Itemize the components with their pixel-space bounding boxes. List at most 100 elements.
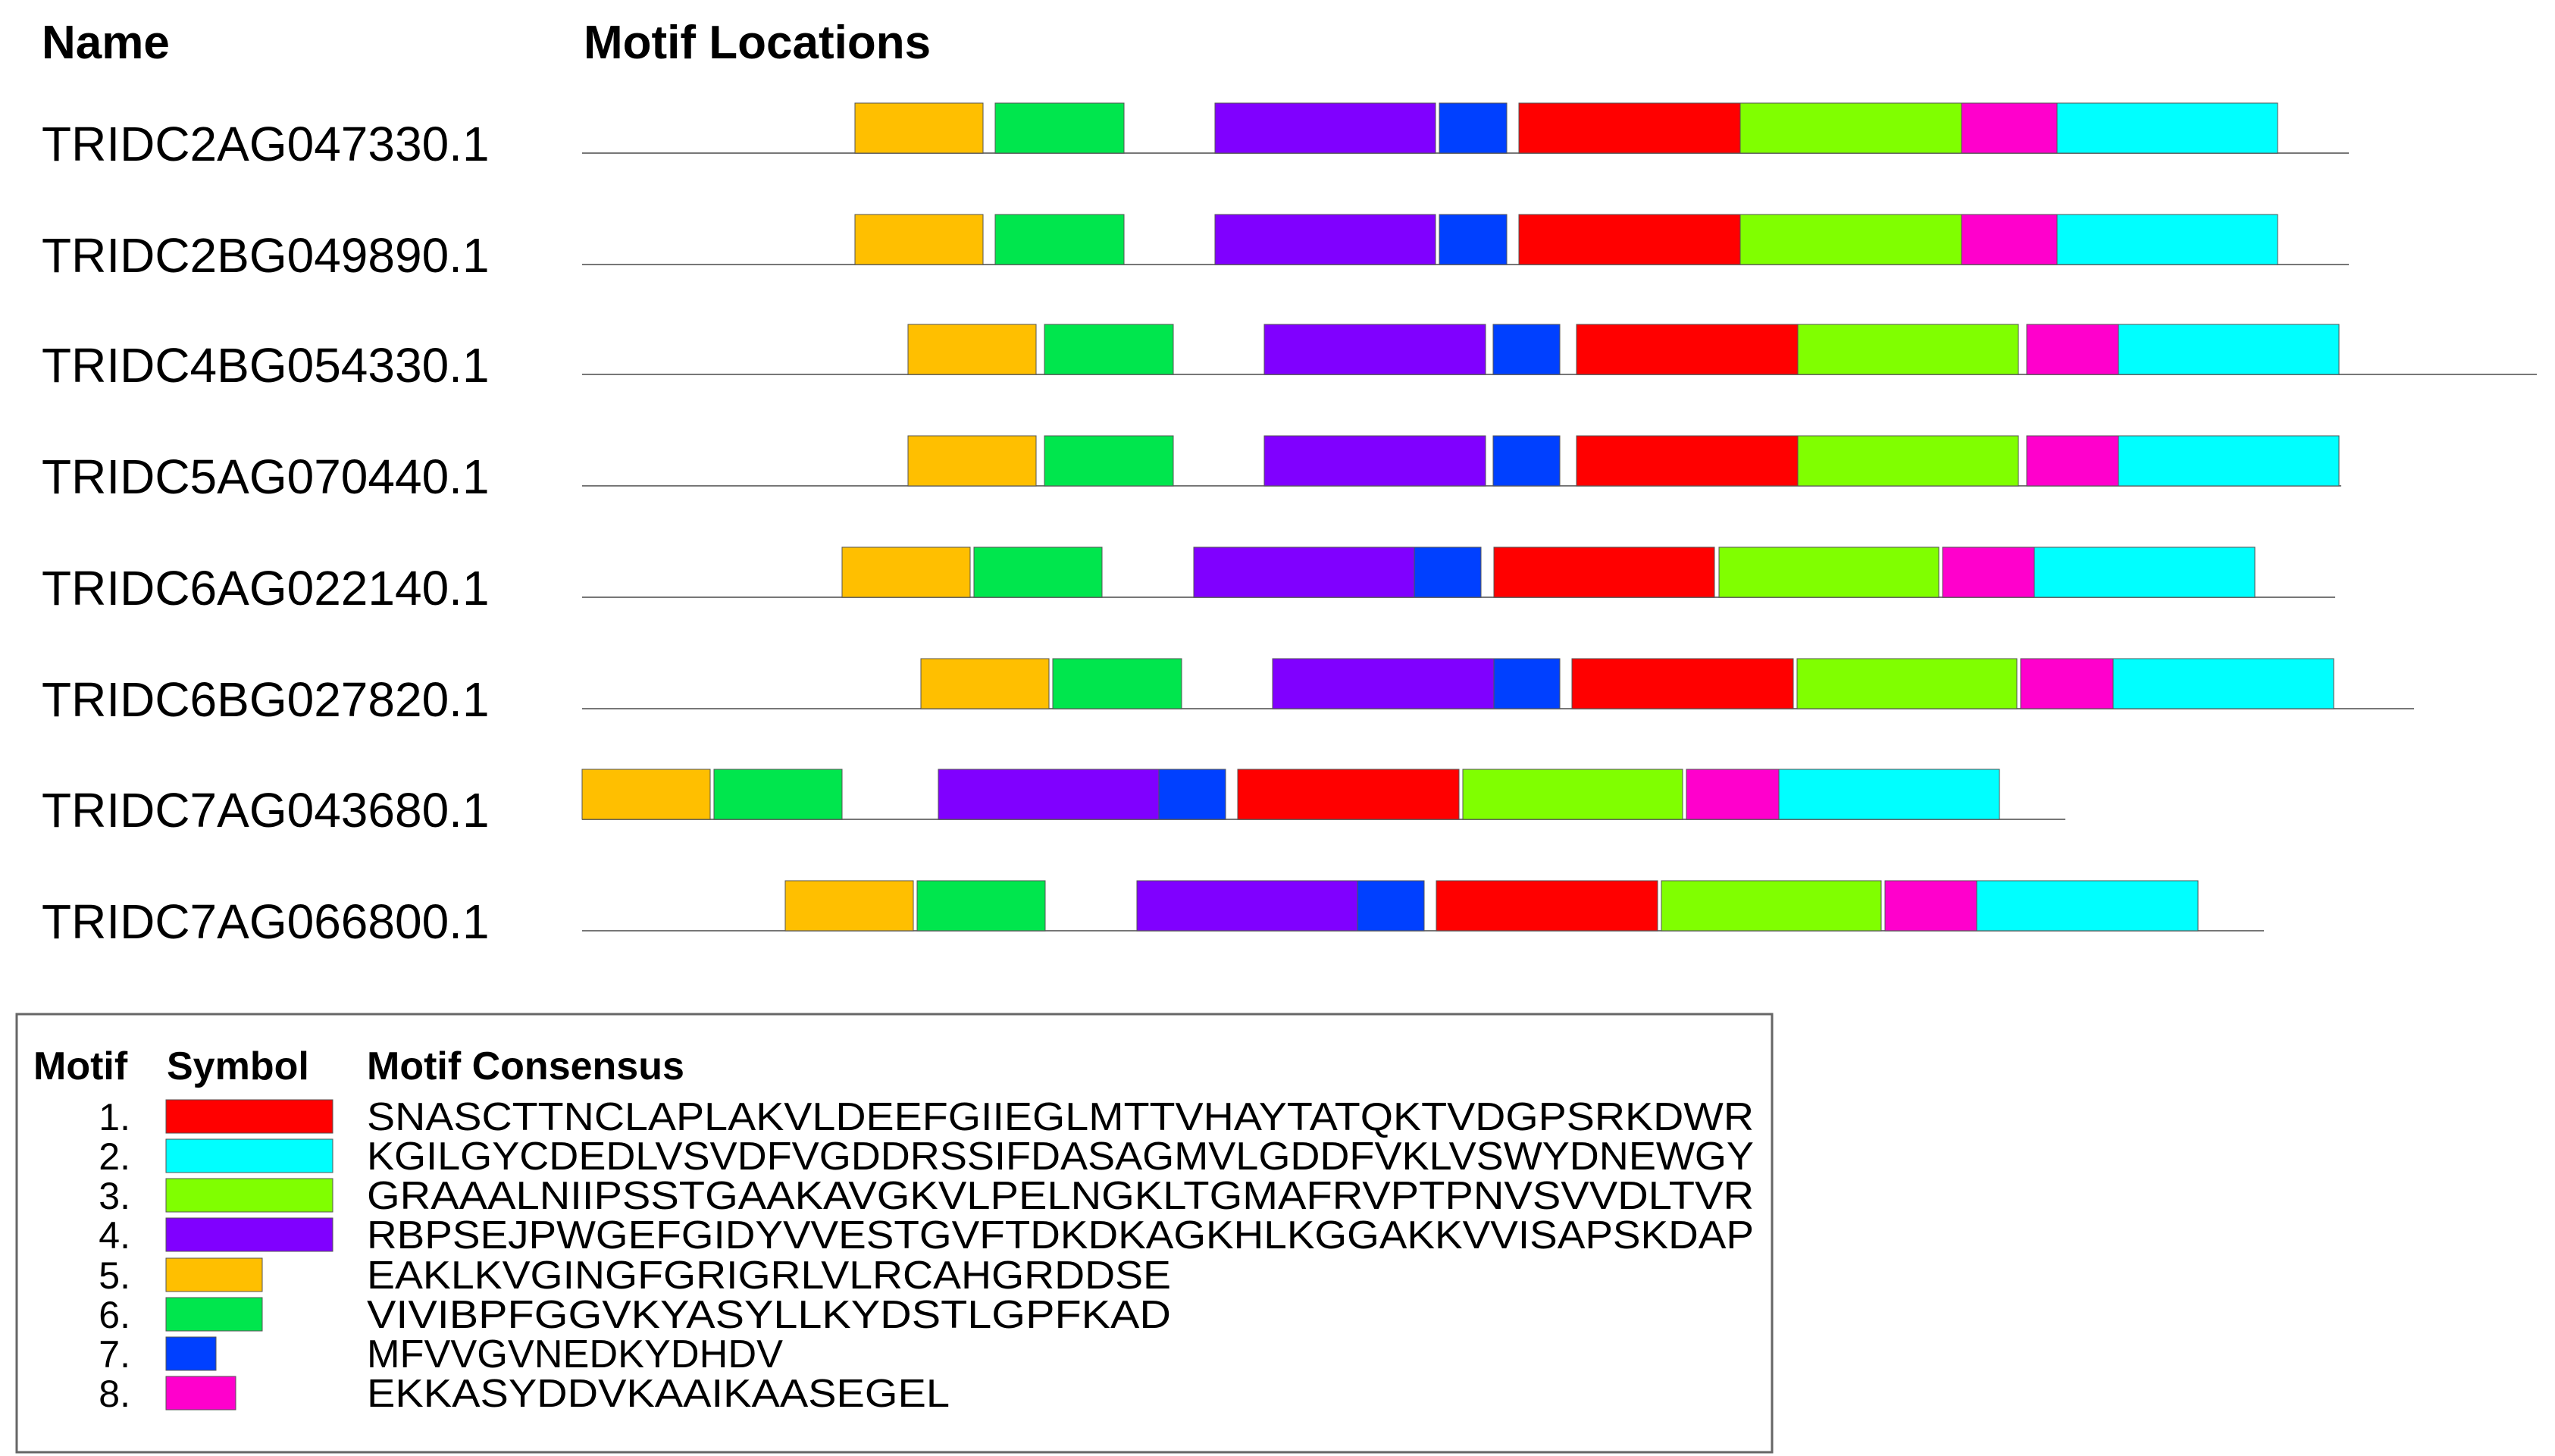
- legend-row: 8. EKKASYDDVKAAIKAASEGEL: [99, 1372, 950, 1416]
- legend-motif-number: 7.: [99, 1333, 130, 1376]
- legend-motif-number: 4.: [99, 1214, 130, 1257]
- sequence-name: TRIDC2AG047330.1: [42, 117, 490, 171]
- legend-rows: 1. SNASCTTNCLAPLAKVLDEEFGIIEGLMTTVHAYTATQ…: [99, 1095, 1754, 1416]
- sequence-name: TRIDC7AG066800.1: [42, 894, 490, 949]
- sequence-row: TRIDC7AG066800.1: [42, 880, 2264, 949]
- motif-1-block: [1576, 435, 1799, 487]
- sequence-row: TRIDC2BG049890.1: [42, 214, 2349, 283]
- legend-motif-consensus: RBPSEJPWGEFGIDYVVESTGVFTDKDKAGKHLKGGAKKV…: [367, 1213, 1754, 1257]
- legend-motif-consensus: GRAAALNIIPSSTGAAKAVGKVLPELNGKLTGMAFRVPTP…: [367, 1174, 1754, 1218]
- motif-8-block: [1961, 102, 2058, 154]
- sequence-name: TRIDC7AG043680.1: [42, 783, 490, 838]
- motif-2-block: [2118, 435, 2340, 487]
- motif-5-block: [581, 769, 711, 820]
- sequence-row: TRIDC5AG070440.1: [42, 435, 2341, 504]
- motif-3-block: [1797, 435, 2019, 487]
- motif-2-block: [2056, 214, 2278, 265]
- motif-4-block: [1136, 880, 1358, 932]
- motif-5-block: [854, 214, 984, 265]
- motif-8-block: [1686, 769, 1780, 820]
- legend-motif-consensus: MFVVGVNEDKYDHDV: [367, 1332, 783, 1376]
- motif-8-block: [2026, 435, 2119, 487]
- motif-4-block: [1263, 435, 1486, 487]
- legend-motif-header: Motif: [33, 1044, 128, 1088]
- sequence-name: TRIDC4BG054330.1: [42, 338, 490, 393]
- motif-3-block: [1718, 546, 1940, 598]
- motif-7-block: [1439, 102, 1508, 154]
- legend-motif-consensus: EAKLKVGINGFGRIGRLVLRCAHGRDDSE: [367, 1254, 1171, 1298]
- motif-1-block: [1571, 658, 1794, 709]
- legend-motif-8-symbol: [165, 1376, 236, 1411]
- motif-7-block: [1357, 880, 1425, 932]
- legend-motif-consensus: KGILGYCDEDLVSVDFVGDDRSSIFDASAGMVLGDDFVKL…: [367, 1135, 1754, 1179]
- motif-8-block: [1942, 546, 2035, 598]
- motif-2-block: [2112, 658, 2334, 709]
- legend-consensus-header: Motif Consensus: [367, 1044, 684, 1088]
- motif-8-block: [2026, 324, 2119, 375]
- motif-2-block: [1778, 769, 2000, 820]
- motif-8-block: [1884, 880, 1977, 932]
- motif-4-block: [1263, 324, 1486, 375]
- legend-row: 7. MFVVGVNEDKYDHDV: [99, 1332, 783, 1376]
- motif-7-block: [1414, 546, 1482, 598]
- sequence-row: TRIDC6BG027820.1: [42, 658, 2414, 727]
- motif-4-block: [1193, 546, 1415, 598]
- motif-1-block: [1237, 769, 1460, 820]
- motif-6-block: [916, 880, 1046, 932]
- legend-motif-consensus: EKKASYDDVKAAIKAASEGEL: [367, 1372, 950, 1416]
- motif-3-block: [1739, 214, 1962, 265]
- motif-2-block: [2034, 546, 2256, 598]
- motif-1-block: [1576, 324, 1799, 375]
- motif-5-block: [920, 658, 1050, 709]
- sequence-name: TRIDC6AG022140.1: [42, 561, 490, 615]
- sequence-row: TRIDC6AG022140.1: [42, 546, 2335, 615]
- motif-1-block: [1518, 214, 1741, 265]
- legend-row: 1. SNASCTTNCLAPLAKVLDEEFGIIEGLMTTVHAYTATQ…: [99, 1095, 1754, 1139]
- motif-5-block: [907, 324, 1037, 375]
- motif-5-block: [854, 102, 984, 154]
- motif-locations-header: Motif Locations: [584, 17, 931, 69]
- legend-motif-2-symbol: [165, 1138, 333, 1173]
- motif-7-block: [1493, 658, 1561, 709]
- legend-motif-1-symbol: [165, 1099, 333, 1134]
- motif-5-block: [841, 546, 971, 598]
- motif-6-block: [713, 769, 843, 820]
- motif-6-block: [1052, 658, 1182, 709]
- legend-row: 6. VIVIBPFGGVKYASYLLKYDSTLGPFKAD: [99, 1293, 1171, 1337]
- motif-6-block: [1044, 324, 1174, 375]
- motif-7-block: [1439, 214, 1508, 265]
- motif-4-block: [1214, 214, 1436, 265]
- motif-1-block: [1518, 102, 1741, 154]
- motif-1-block: [1493, 546, 1715, 598]
- legend-motif-consensus: VIVIBPFGGVKYASYLLKYDSTLGPFKAD: [367, 1293, 1171, 1337]
- legend-motif-number: 8.: [99, 1373, 130, 1415]
- legend-motif-consensus: SNASCTTNCLAPLAKVLDEEFGIIEGLMTTVHAYTATQKT…: [367, 1095, 1754, 1139]
- motif-7-block: [1492, 435, 1561, 487]
- legend-row: 3. GRAAALNIIPSSTGAAKAVGKVLPELNGKLTGMAFRVP…: [99, 1174, 1754, 1218]
- legend-row: 5. EAKLKVGINGFGRIGRLVLRCAHGRDDSE: [99, 1254, 1171, 1298]
- motif-4-block: [1214, 102, 1436, 154]
- sequence-name: TRIDC2BG049890.1: [42, 228, 490, 283]
- legend-motif-4-symbol: [165, 1217, 333, 1252]
- motif-7-block: [1158, 769, 1226, 820]
- motif-6-block: [994, 214, 1125, 265]
- legend-motif-7-symbol: [165, 1336, 217, 1371]
- legend-row: 4. RBPSEJPWGEFGIDYVVESTGVFTDKDKAGKHLKGGAK…: [99, 1213, 1754, 1257]
- motif-2-block: [2056, 102, 2278, 154]
- motif-5-block: [784, 880, 914, 932]
- motif-3-block: [1661, 880, 1882, 932]
- legend-motif-number: 2.: [99, 1135, 130, 1178]
- legend-motif-number: 1.: [99, 1096, 130, 1138]
- motif-6-block: [1044, 435, 1174, 487]
- motif-2-block: [2118, 324, 2340, 375]
- motif-4-block: [938, 769, 1160, 820]
- legend-symbol-header: Symbol: [167, 1044, 309, 1088]
- sequence-name: TRIDC5AG070440.1: [42, 449, 490, 504]
- legend-motif-number: 6.: [99, 1294, 130, 1336]
- legend-motif-number: 3.: [99, 1175, 130, 1217]
- sequence-row: TRIDC2AG047330.1: [42, 102, 2349, 171]
- legend-motif-5-symbol: [165, 1257, 263, 1292]
- sequence-row: TRIDC4BG054330.1: [42, 324, 2537, 393]
- legend-motif-number: 5.: [99, 1254, 130, 1297]
